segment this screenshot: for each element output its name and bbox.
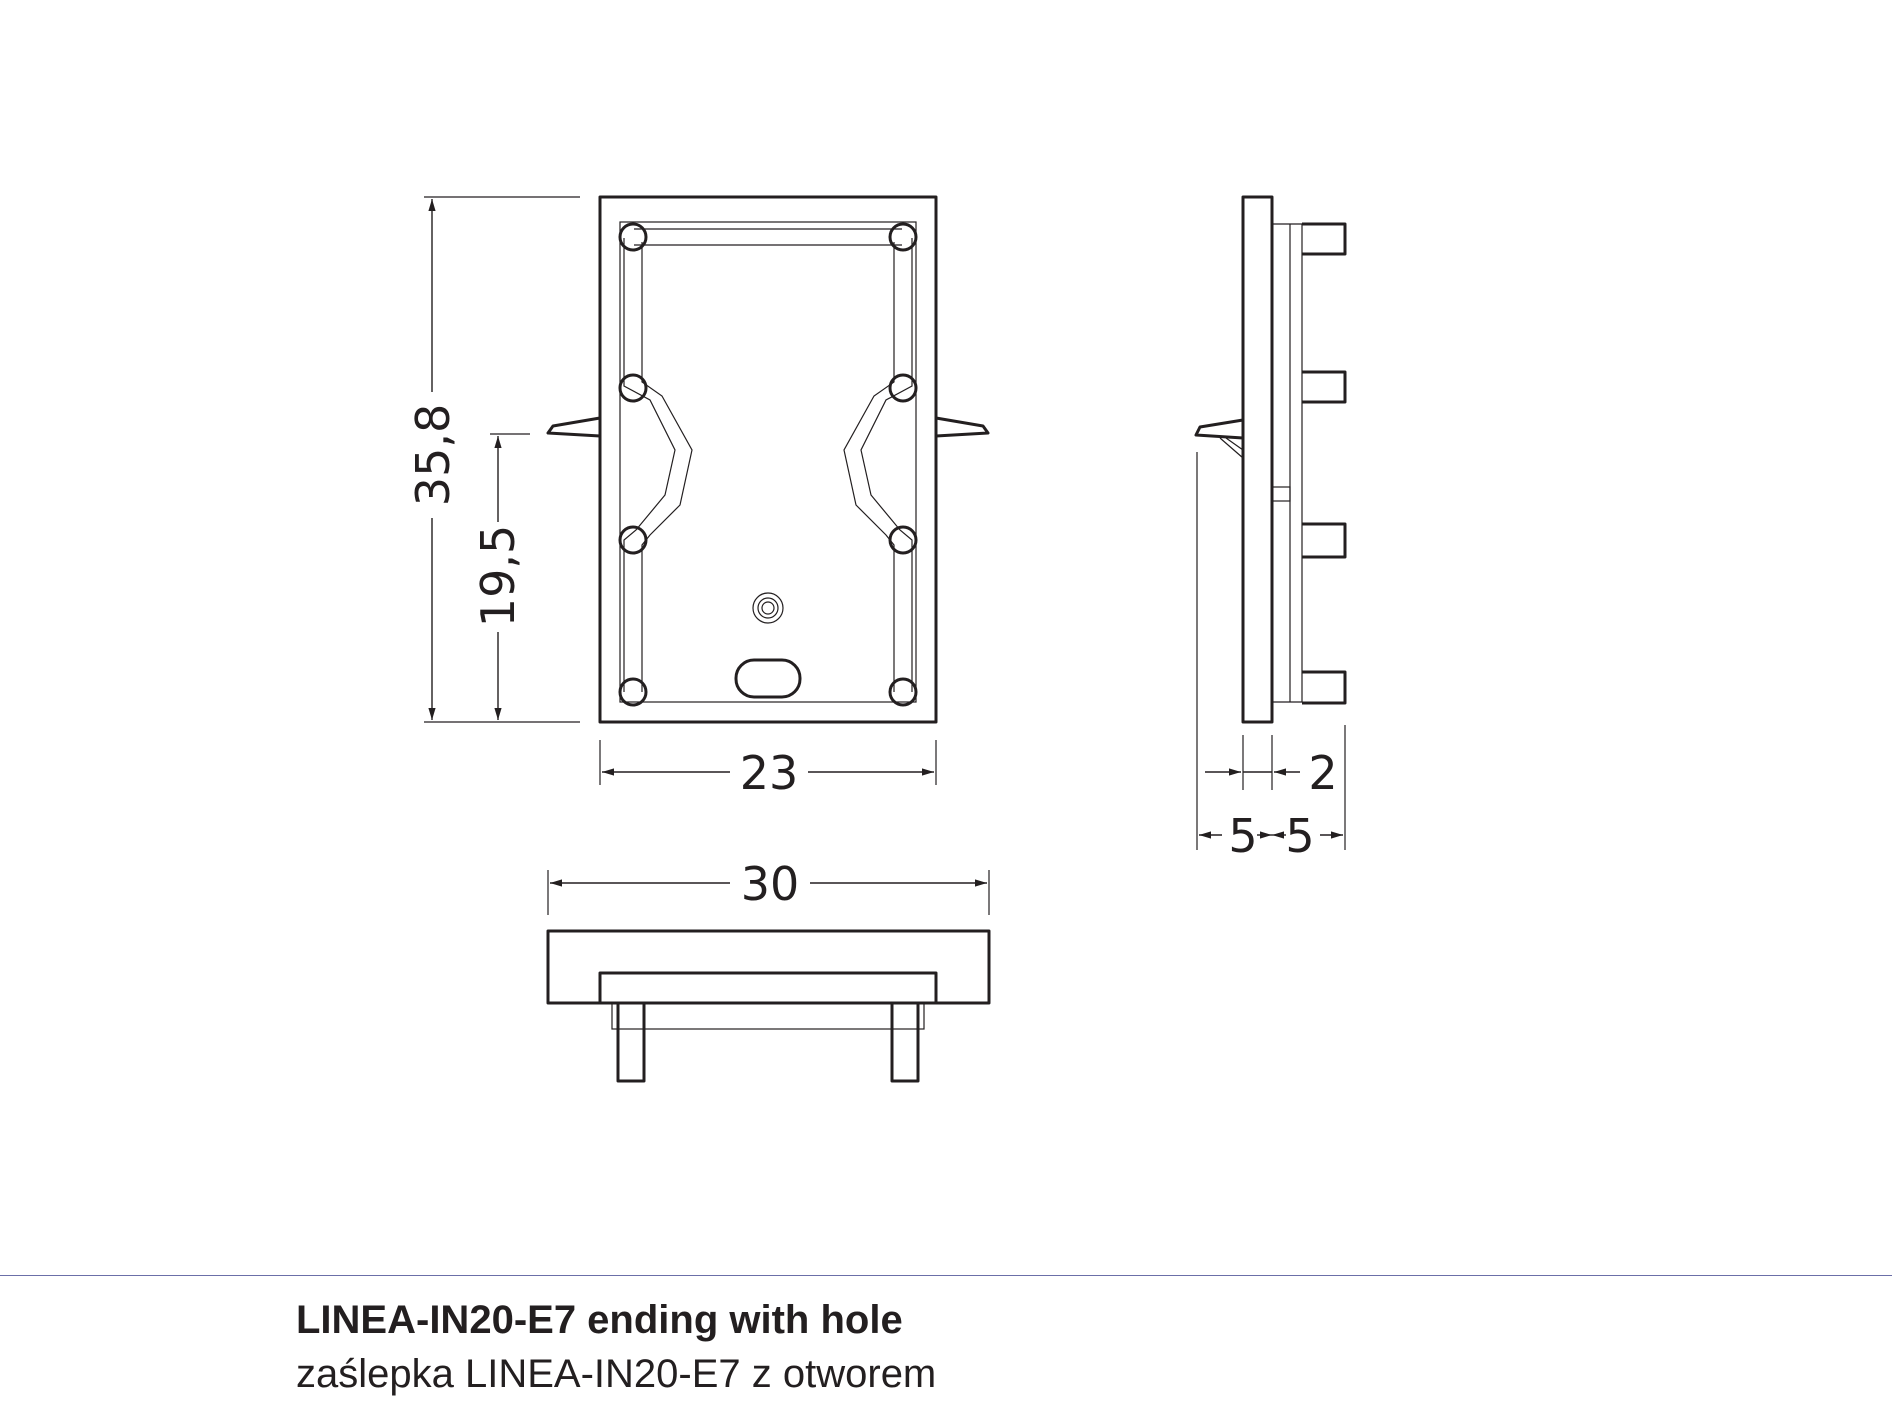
side-pin-4 bbox=[1302, 670, 1347, 705]
dim-width-inner: 23 bbox=[740, 746, 799, 800]
pin-bottom-left bbox=[618, 677, 648, 707]
dim-width-outer: 30 bbox=[741, 857, 800, 911]
side-dimensions: 2 5 5 bbox=[1196, 452, 1346, 863]
pin-top-left bbox=[618, 222, 648, 252]
side-view bbox=[1194, 195, 1347, 724]
pin-low-left bbox=[618, 525, 648, 555]
side-pin-3 bbox=[1302, 522, 1347, 559]
front-body-outline bbox=[598, 195, 938, 724]
pin-mid-left bbox=[618, 373, 648, 403]
footer-divider bbox=[0, 1275, 1892, 1276]
side-barb bbox=[1194, 418, 1244, 440]
screw-hole-inner bbox=[761, 601, 775, 615]
product-subtitle: zaślepka LINEA-IN20-E7 z otworem bbox=[296, 1352, 937, 1396]
bottom-dimensions: 30 bbox=[547, 857, 990, 915]
side-plate bbox=[1241, 195, 1274, 724]
spring-wire-top bbox=[634, 228, 902, 246]
front-dimensions: 35,8 19,5 23 bbox=[406, 196, 937, 800]
pin-mid-right bbox=[888, 373, 918, 403]
dim-height-total: 35,8 bbox=[406, 404, 460, 506]
dim-side-left: 5 bbox=[1228, 809, 1257, 863]
bottom-insert bbox=[598, 971, 938, 1005]
bottom-insert-lip bbox=[611, 1002, 925, 1030]
pin-bottom-right bbox=[888, 677, 918, 707]
pin-top-right bbox=[888, 222, 918, 252]
front-inner-frame bbox=[619, 221, 917, 703]
left-barb bbox=[546, 416, 601, 438]
bottom-pin-left bbox=[616, 1001, 646, 1083]
product-title: LINEA-IN20-E7 ending with hole bbox=[296, 1298, 903, 1342]
screw-hole-outer bbox=[752, 592, 784, 624]
side-pin-1 bbox=[1302, 222, 1347, 256]
side-pin-2 bbox=[1302, 370, 1347, 404]
dim-side-wall: 2 bbox=[1308, 746, 1337, 800]
bottom-pin-right bbox=[890, 1001, 920, 1083]
right-barb bbox=[935, 416, 990, 438]
spring-wire-right bbox=[843, 238, 913, 692]
side-nub bbox=[1271, 486, 1291, 502]
pin-low-right bbox=[888, 525, 918, 555]
screw-hole-mid bbox=[757, 597, 779, 619]
dim-side-right: 5 bbox=[1285, 809, 1314, 863]
cable-hole bbox=[734, 658, 802, 699]
bottom-cap-body bbox=[546, 929, 991, 1005]
bottom-view bbox=[546, 929, 991, 1083]
side-barb-hatch bbox=[1219, 437, 1244, 459]
spring-wire-left bbox=[623, 238, 693, 692]
front-view bbox=[546, 195, 990, 724]
dim-height-pin: 19,5 bbox=[471, 525, 525, 627]
